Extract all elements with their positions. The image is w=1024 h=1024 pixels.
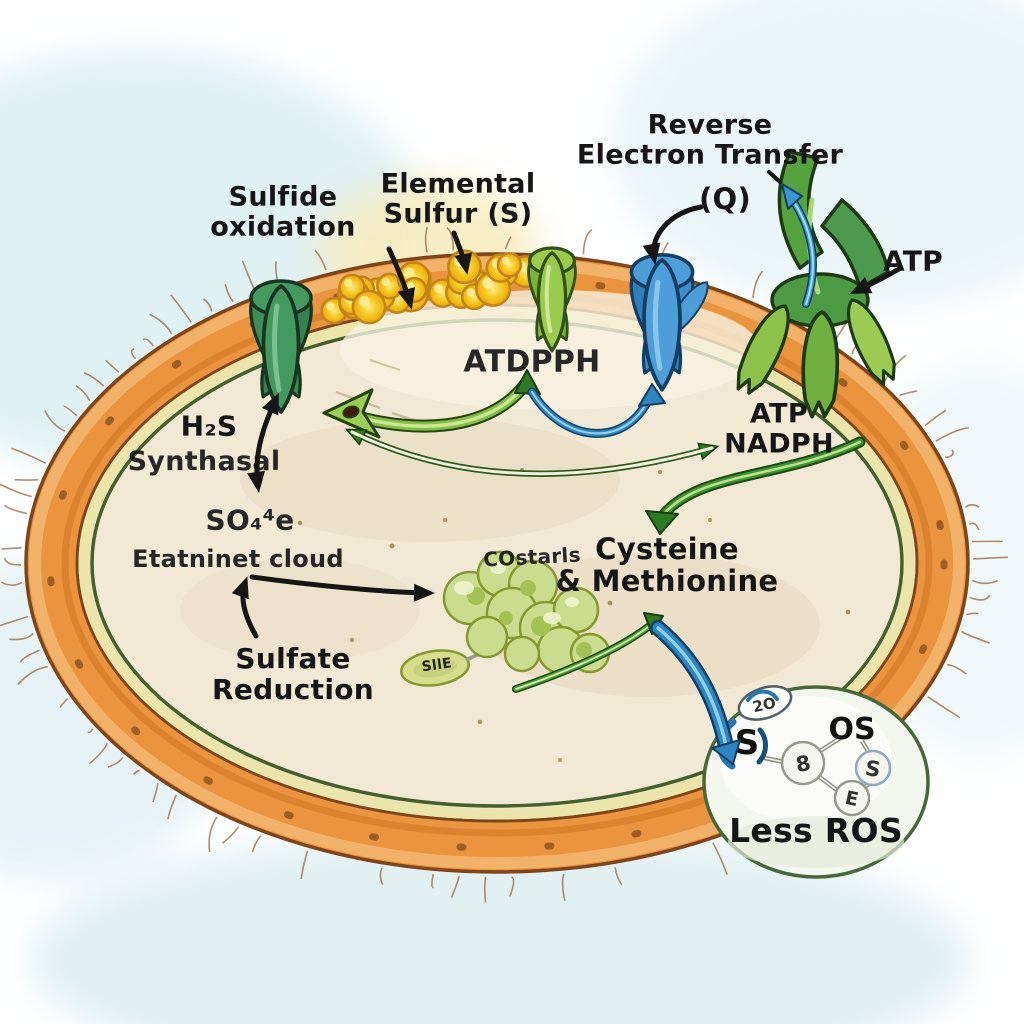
arrow-elemental-sulfur [451, 230, 473, 275]
molecule-right: S [864, 756, 882, 782]
arrow-sulfide-oxidation [386, 246, 416, 310]
flow-arrows [322, 170, 866, 765]
arrow-quinone [642, 204, 704, 265]
label-synthasal: Synthasal [127, 446, 281, 478]
quinone-complex [618, 253, 716, 392]
label-electron-cloud: Etatninet cloud [132, 544, 344, 573]
sulfide-oxidation-complex [238, 279, 324, 414]
protein-cluster [399, 550, 611, 687]
label-atp-nadph: ATP NADPH [724, 398, 834, 459]
seed-icon [342, 405, 360, 419]
arrow-atdpph-to-h2s [322, 369, 541, 439]
elemental-sulfur-globules [320, 249, 543, 325]
label-sulfide-oxidation: Sulfide oxidation [210, 181, 356, 242]
label-sulfate-ion: SO₄⁴e [205, 503, 295, 537]
molecule-bottom: E [843, 787, 860, 811]
label-cysteine-methionine: Cysteine & Methionine [555, 532, 779, 598]
arrow-to-cysteine [645, 436, 866, 535]
arrow-to-atp-nadph [344, 428, 720, 477]
arrow-sulfate-reduction [231, 576, 259, 639]
arrow-reverse-electron [767, 170, 817, 308]
annotation-arrows [231, 204, 902, 639]
arrow-to-less-ros [650, 620, 741, 765]
label-atdpph: ATDPPH [463, 344, 601, 380]
label-quinone: (Q) [698, 182, 752, 217]
molecule-center: 8 [794, 751, 813, 777]
label-less-ros: Less ROS [729, 810, 903, 850]
molecule-os: OS [828, 712, 875, 747]
arrow-h2s-so4 [247, 392, 279, 493]
label-elemental-sulfur: Elemental Sulfur (S) [380, 168, 536, 229]
label-atp-top: ATP [882, 244, 944, 278]
label-sulfate-reduction: Sulfate Reduction [212, 642, 374, 706]
arrow-electron-cloud [249, 574, 435, 602]
less-ros-circle: S OS 8 S E 2O [702, 685, 930, 879]
arrow-atp [849, 266, 902, 294]
molecule-blob-glyph: 2O [751, 694, 777, 716]
label-reverse-electron-transfer: Reverse Electron Transfer [576, 109, 844, 170]
label-h2s: H₂S [180, 409, 238, 443]
sulfur-complex [518, 246, 586, 353]
ros-molecule: S OS 8 S E 2O [717, 685, 892, 817]
